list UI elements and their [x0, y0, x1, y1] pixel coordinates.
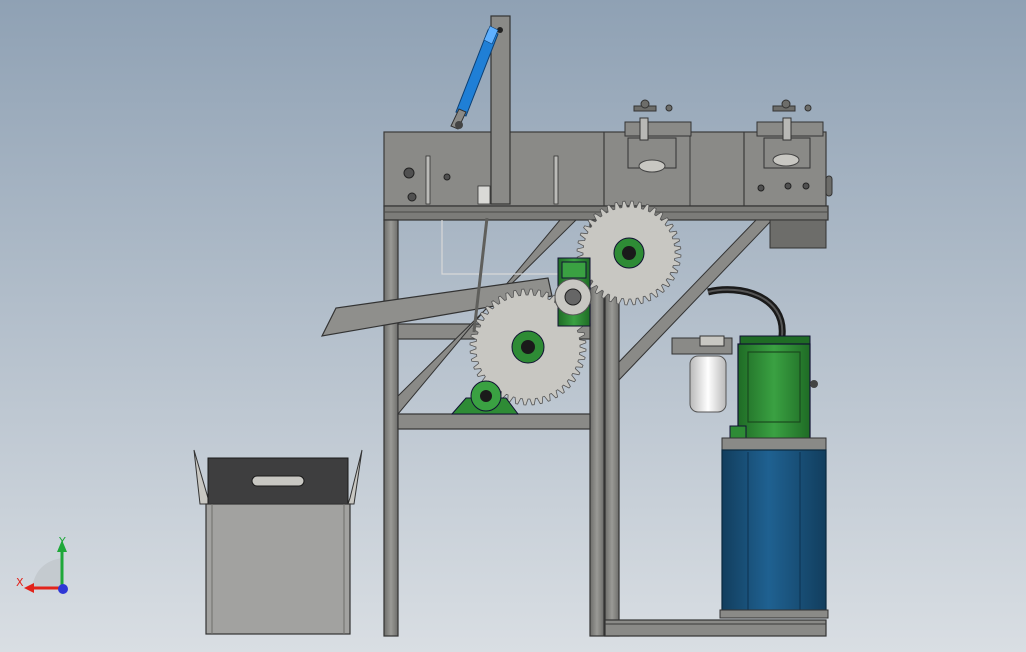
- large-gear-bore: [521, 340, 535, 354]
- housing-bolt-4: [757, 184, 765, 192]
- base-beam: [604, 619, 827, 637]
- motor-mount: [769, 219, 827, 249]
- vertical-post: [490, 15, 511, 205]
- oil-filter: [671, 335, 733, 413]
- motor-plug: [810, 380, 818, 388]
- upper-housing: [383, 131, 827, 207]
- motor-panel: [747, 351, 801, 423]
- tank-base: [719, 609, 829, 619]
- housing-bolt-2: [407, 192, 417, 202]
- x-axis-arrow: [24, 583, 34, 593]
- hydraulic-oil-tank: [721, 449, 827, 617]
- box-handle[interactable]: [251, 475, 305, 487]
- left-leg: [383, 219, 399, 637]
- x-axis-label: X: [16, 576, 24, 589]
- hydraulic-motor: [737, 343, 811, 441]
- housing-rod-2: [553, 155, 559, 205]
- housing-bracket: [477, 185, 491, 205]
- hydraulic-cylinder: [450, 25, 499, 130]
- tie-rod: [472, 217, 489, 333]
- machine-frame[interactable]: [383, 131, 833, 637]
- clamp-assembly-left[interactable]: [624, 99, 692, 173]
- hydraulic-hose-highlight: [707, 288, 784, 337]
- lower-crossbar: [397, 413, 591, 430]
- guide-wire: [441, 220, 600, 275]
- gearbox-cap: [561, 261, 587, 279]
- collection-box[interactable]: [193, 449, 363, 635]
- housing-bolt-3: [443, 173, 451, 181]
- diagonal-brace-left: [397, 219, 578, 416]
- housing-rod-1: [425, 155, 431, 205]
- y-axis-arrow: [57, 540, 67, 552]
- z-axis-dot: [58, 584, 68, 594]
- housing-side-knob: [825, 175, 833, 197]
- housing-bolt-5: [784, 182, 792, 190]
- motor-top-cap: [739, 335, 811, 345]
- y-axis-label: Y: [58, 535, 66, 548]
- gear-train: [469, 200, 682, 406]
- triad-plane: [32, 558, 62, 588]
- post-pivot: [497, 27, 503, 33]
- box-front: [205, 503, 351, 635]
- drive-pinion-front-bore: [564, 288, 582, 306]
- pillow-block-bearing: [450, 380, 519, 415]
- coordinate-triad[interactable]: Y X: [16, 535, 68, 594]
- housing-bolt-1: [403, 167, 415, 179]
- housing-bolt-6: [802, 182, 810, 190]
- upper-gear-bore: [622, 246, 636, 260]
- clamp-assembly-right[interactable]: [756, 99, 824, 169]
